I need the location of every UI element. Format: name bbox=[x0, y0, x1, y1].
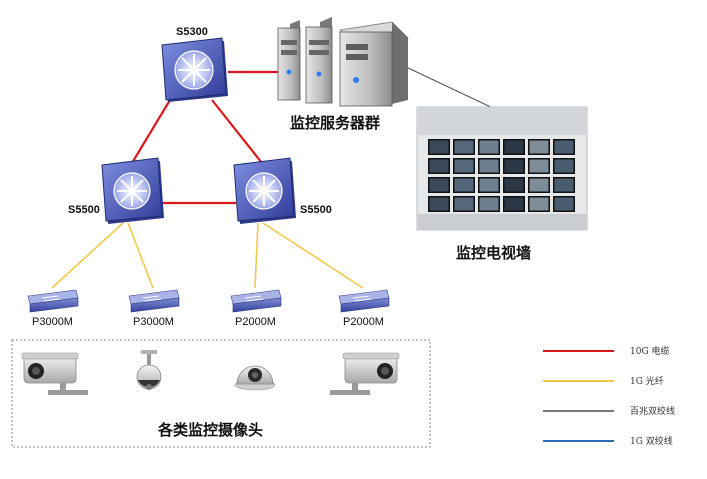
legend-item: 1G 双绞线 bbox=[543, 435, 673, 447]
legend-label: 百兆双绞线 bbox=[630, 405, 675, 417]
video-wall[interactable]: 监控电视墙 bbox=[416, 106, 588, 262]
legend-label: 10G 电缆 bbox=[630, 345, 670, 357]
legend-item: 10G 电缆 bbox=[543, 345, 670, 357]
left-switch-label: S5500 bbox=[68, 204, 100, 216]
core-switch[interactable]: S5300 bbox=[161, 26, 228, 102]
pendant-dome-camera-icon[interactable] bbox=[136, 350, 162, 390]
ceiling-dome-camera-icon[interactable] bbox=[234, 365, 276, 391]
video-wall-label: 监控电视墙 bbox=[456, 244, 531, 262]
right-switch[interactable]: S5500 bbox=[233, 157, 332, 224]
switch-arrows-icon bbox=[352, 295, 372, 302]
access-switch-label: P2000M bbox=[235, 316, 276, 328]
switch-arrows-icon bbox=[142, 295, 162, 302]
right-switch-label: S5500 bbox=[300, 204, 332, 216]
box-camera-icon[interactable] bbox=[330, 352, 400, 395]
access-switch-label: P2000M bbox=[343, 316, 384, 328]
legend-label: 1G 光纤 bbox=[630, 375, 664, 387]
server-icon bbox=[339, 21, 409, 107]
access-switch[interactable]: P2000M bbox=[338, 289, 390, 328]
switch-arrows-icon bbox=[41, 295, 61, 302]
link-core-left bbox=[131, 99, 171, 164]
camera-area bbox=[11, 339, 431, 448]
access-switches: P3000M P3000M P2000M P2000M bbox=[27, 289, 390, 328]
access-switch[interactable]: P2000M bbox=[230, 289, 282, 328]
access-switch[interactable]: P3000M bbox=[27, 289, 79, 328]
legend-label: 1G 双绞线 bbox=[630, 435, 673, 447]
access-switch[interactable]: P3000M bbox=[128, 289, 180, 328]
switch-arrows-icon bbox=[244, 295, 264, 302]
cameras-label: 各类监控摄像头 bbox=[157, 421, 263, 439]
switch-arrows-icon bbox=[178, 54, 210, 86]
link-left-acc1 bbox=[51, 222, 124, 289]
links-10g bbox=[131, 70, 282, 205]
server-group[interactable]: 监控服务器群 bbox=[277, 17, 409, 132]
left-switch[interactable]: S5500 bbox=[68, 157, 164, 224]
link-right-acc3 bbox=[254, 222, 259, 289]
link-right-acc4 bbox=[262, 222, 364, 289]
server-icon bbox=[277, 20, 301, 101]
video-wall-screens bbox=[428, 139, 575, 212]
core-switch-label: S5300 bbox=[176, 26, 208, 38]
link-servers-wall bbox=[403, 65, 498, 111]
server-icon bbox=[305, 17, 333, 104]
link-core-right bbox=[211, 99, 263, 164]
switch-arrows-icon bbox=[117, 176, 147, 206]
access-switch-label: P3000M bbox=[133, 316, 174, 328]
box-camera-icon[interactable] bbox=[21, 352, 88, 395]
legend-item: 1G 光纤 bbox=[543, 375, 664, 387]
links-1g-fiber bbox=[51, 222, 364, 289]
legend-item: 百兆双绞线 bbox=[543, 405, 675, 417]
server-group-label: 监控服务器群 bbox=[290, 114, 380, 132]
switch-arrows-icon bbox=[249, 176, 279, 206]
access-switch-label: P3000M bbox=[32, 316, 73, 328]
link-left-acc2 bbox=[127, 222, 154, 289]
